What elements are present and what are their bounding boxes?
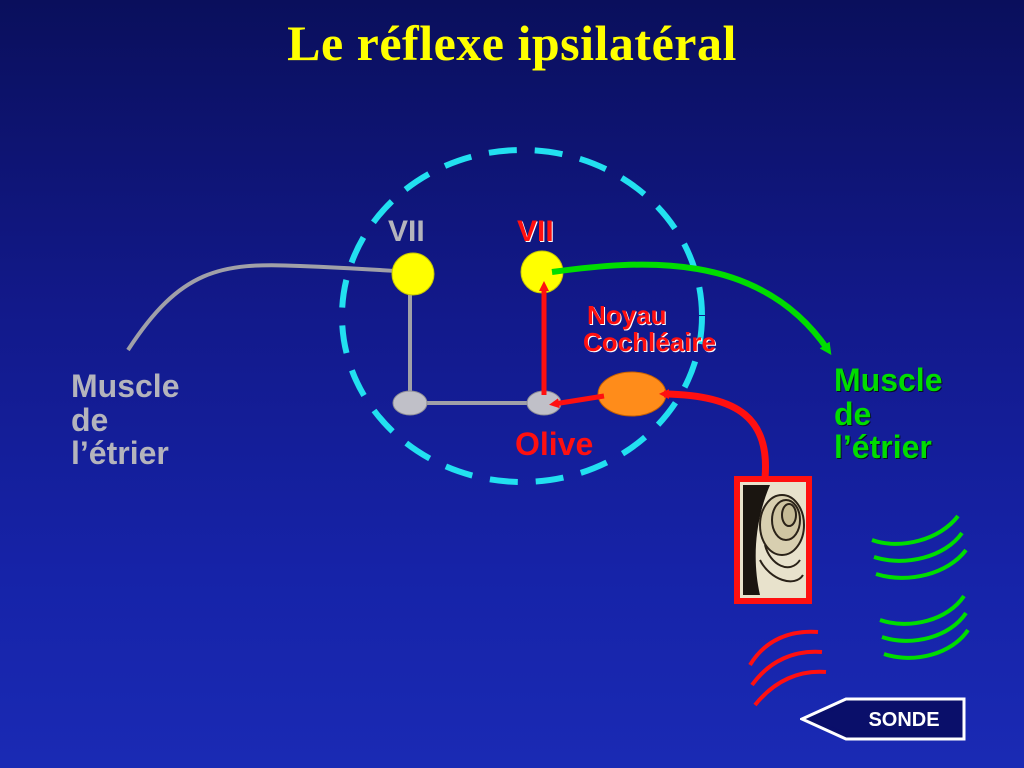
arrow-probe-icon [800,697,966,741]
probe-label: SONDE [868,709,940,731]
sound-wave-icon [748,629,827,707]
vii-right-label: VII [517,215,554,248]
afferent-arrow-cochlea-to-noyau [659,389,770,479]
olive-left-node [392,390,428,416]
muscle-right-line3: l’étrier [834,429,932,466]
contralateral-nerve-path [126,263,414,352]
muscle-right-label: Muscle de l’étrier [834,362,943,466]
muscle-left-line1: Muscle [71,368,180,404]
efferent-arrow [551,261,832,355]
noyau-cochleaire-node [597,371,667,417]
vii-left-label: VII [388,215,425,248]
brainstem-outline [339,147,705,485]
page-title: Le réflexe ipsilatéral [287,15,737,71]
muscle-left-line3: l’étrier [71,435,169,472]
muscle-right-line1: Muscle [834,362,943,398]
noyau-label-line2: Cochléaire [583,327,716,358]
noyau-cochleaire-label: Noyau Cochléaire [583,300,716,358]
muscle-left-label: Muscle de l’étrier [71,368,180,472]
muscle-left-line2: de [71,401,109,438]
cochlea-image [734,476,812,604]
muscle-right-line2: de [834,395,872,432]
noyau-label-line1: Noyau [587,300,667,330]
olive-label: Olive [515,426,594,462]
vii-nucleus-left [391,252,435,296]
afferent-arrow-noyau-to-olive [549,393,605,409]
muscle-response-wave-icon [871,514,970,660]
